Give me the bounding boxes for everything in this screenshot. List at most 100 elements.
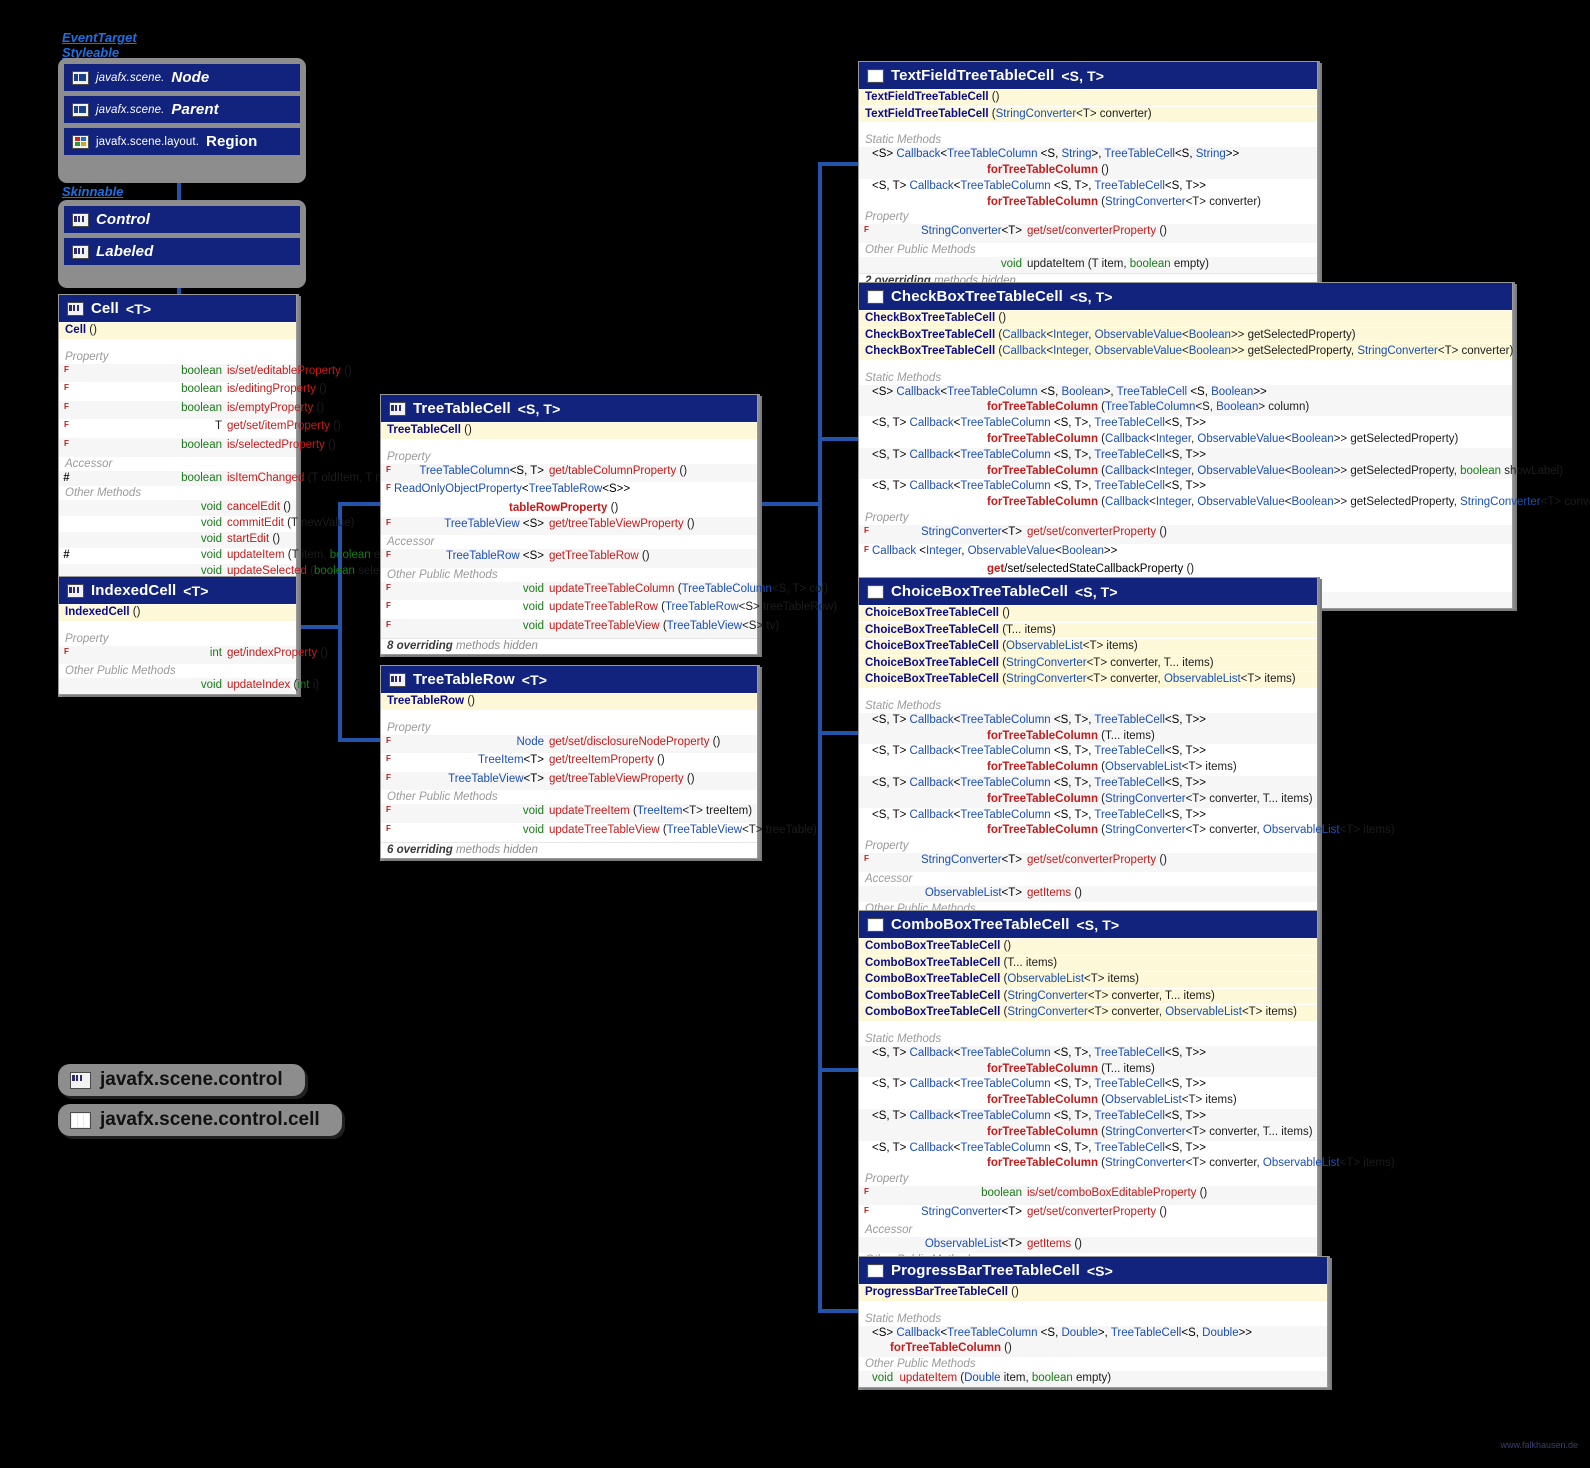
- section-gap: [859, 359, 1512, 371]
- member-row-continuation: forTreeTableColumn (T... items): [859, 1061, 1317, 1078]
- control-package-icon: [72, 244, 89, 259]
- class-header: Cell<T>: [59, 295, 296, 322]
- class-node-package: javafx.scene.: [96, 71, 165, 84]
- connector-to-textfieldcell: [818, 162, 858, 166]
- constructor-row: CheckBoxTreeTableCell (Callback<Integer,…: [859, 326, 1512, 344]
- class-box-choiceboxtreetablecell[interactable]: ChoiceBoxTreeTableCell<S, T>ChoiceBoxTre…: [858, 577, 1395, 949]
- member-row: ObservableList<T>getItems (): [859, 1237, 1317, 1254]
- class-title: CheckBoxTreeTableCell: [891, 288, 1063, 305]
- constructor-row: ChoiceBoxTreeTableCell (T... items): [859, 621, 1317, 639]
- class-box-comboboxtreetablecell[interactable]: ComboBoxTreeTableCell<S, T> ComboBoxTreeT…: [858, 910, 1395, 1301]
- hidden-methods-note: 8 overriding methods hidden: [381, 637, 757, 654]
- member-row: <S, T> Callback<TreeTableColumn <S, T>, …: [859, 447, 1512, 464]
- class-box-textfieldtreetablecell[interactable]: TextFieldTreeTableCell <S, T> TextFieldTre…: [858, 61, 1318, 290]
- section-label: Property: [381, 449, 757, 464]
- control-package-icon: [72, 212, 89, 227]
- control-package-icon: [389, 672, 406, 687]
- class-generics: <S, T>: [517, 400, 561, 417]
- constructor-row: TextFieldTreeTableCell (): [859, 89, 1317, 106]
- connector-to-choiceboxcell: [818, 731, 858, 735]
- connector-treetablecell-right-stub: [760, 502, 822, 506]
- section-label: Property: [59, 631, 296, 646]
- control-cell-package-icon: [867, 289, 884, 304]
- class-title: TextFieldTreeTableCell: [891, 67, 1055, 84]
- class-box-progressbartreetablecell[interactable]: ProgressBarTreeTableCell<S>ProgressBarTr…: [858, 1256, 1328, 1388]
- member-row-continuation: forTreeTableColumn (ObservableList<T> it…: [987, 1094, 1237, 1107]
- constructor-row: ComboBoxTreeTableCell (T... items): [859, 954, 1317, 972]
- member-row-continuation: get/set/selectedStateCallbackProperty (): [987, 563, 1195, 576]
- constructor-row: ChoiceBoxTreeTableCell (ObservableList<T…: [859, 638, 1317, 655]
- class-parent[interactable]: javafx.scene. Parent: [64, 96, 300, 123]
- class-header: TreeTableRow<T>: [381, 666, 757, 693]
- member-row: <S, T> Callback<TreeTableColumn <S, T>, …: [859, 1045, 1317, 1062]
- constructor-row: TextFieldTreeTableCell (StringConverter<…: [859, 105, 1317, 123]
- section-label: Static Methods: [859, 698, 1317, 713]
- constructor-row: TreeTableCell (): [381, 422, 757, 439]
- section-label: Accessor: [381, 535, 757, 550]
- control-package-icon: [70, 1071, 91, 1089]
- constructor-row: ComboBoxTreeTableCell (ObservableList<T>…: [859, 971, 1317, 988]
- class-region[interactable]: javafx.scene.layout. Region: [64, 128, 300, 155]
- class-title: ProgressBarTreeTableCell: [891, 1262, 1080, 1279]
- member-row: <S, T> Callback<TreeTableColumn <S, T>, …: [872, 1078, 1206, 1091]
- section-gap: [859, 687, 1317, 699]
- member-row-continuation: tableRowProperty (): [509, 501, 619, 514]
- class-node[interactable]: javafx.scene. Node: [64, 64, 300, 91]
- connector-to-comboboxcell: [818, 1068, 858, 1072]
- member-row-continuation: forTreeTableColumn (StringConverter<T> c…: [859, 791, 1317, 808]
- class-labeled[interactable]: Labeled: [64, 238, 300, 265]
- class-generics: <S, T>: [1069, 288, 1113, 305]
- class-title: TreeTableCell: [413, 400, 511, 417]
- constructor-row: Cell (): [59, 322, 296, 339]
- watermark: www.falkhausen.de: [1500, 1440, 1578, 1450]
- control-package-icon: [389, 401, 406, 416]
- constructor-row: ChoiceBoxTreeTableCell (StringConverter<…: [859, 671, 1317, 688]
- constructor-row: TreeTableRow (): [381, 693, 757, 710]
- member-row-continuation: forTreeTableColumn (StringConverter<T> c…: [987, 195, 1261, 208]
- class-box-checkboxtreetablecell[interactable]: CheckBoxTreeTableCell <S, T> CheckBoxTreeT…: [858, 282, 1590, 609]
- class-generics: <S>: [1086, 1262, 1113, 1279]
- section-label: Accessor: [859, 871, 1317, 886]
- class-parent-name: Parent: [171, 101, 219, 118]
- member-row: <S, T> Callback<TreeTableColumn <S, T>, …: [872, 808, 1206, 821]
- class-header: ComboBoxTreeTableCell<S, T>: [859, 911, 1317, 938]
- section-label: Property: [859, 210, 1317, 225]
- constructor-row: CheckBoxTreeTableCell (): [859, 310, 1512, 327]
- member-row: <S, T> Callback<TreeTableColumn <S, T>, …: [872, 1141, 1206, 1154]
- section-label: Property: [859, 511, 1512, 526]
- class-box-treetablecell[interactable]: TreeTableCell <S, T> TreeTableCell () Prope…: [380, 394, 837, 655]
- member-row: <S, T> Callback<TreeTableColumn <S, T>, …: [872, 745, 1206, 758]
- section-label: Other Public Methods: [59, 664, 296, 679]
- interface-label-styleable: Styleable: [62, 45, 120, 60]
- class-generics: <S, T>: [1061, 67, 1104, 84]
- connector-to-treetablecell: [338, 502, 384, 506]
- group-node-parent-region: javafx.scene. Node javafx.scene. Parent …: [58, 58, 306, 183]
- class-control[interactable]: Control: [64, 206, 300, 233]
- legend-item-control: javafx.scene.control: [58, 1064, 305, 1096]
- section-gap: [859, 1020, 1317, 1032]
- section-gap: [59, 338, 296, 350]
- class-header: TreeTableCell <S, T>: [381, 395, 757, 422]
- connector-to-checkboxcell: [818, 437, 858, 441]
- member-row: <S, T> Callback<TreeTableColumn <S, T>, …: [859, 1109, 1317, 1125]
- class-parent-package: javafx.scene.: [96, 103, 165, 116]
- class-title: ChoiceBoxTreeTableCell: [891, 583, 1068, 600]
- member-row-continuation: forTreeTableColumn (): [859, 162, 1317, 179]
- control-cell-package-icon: [867, 917, 884, 932]
